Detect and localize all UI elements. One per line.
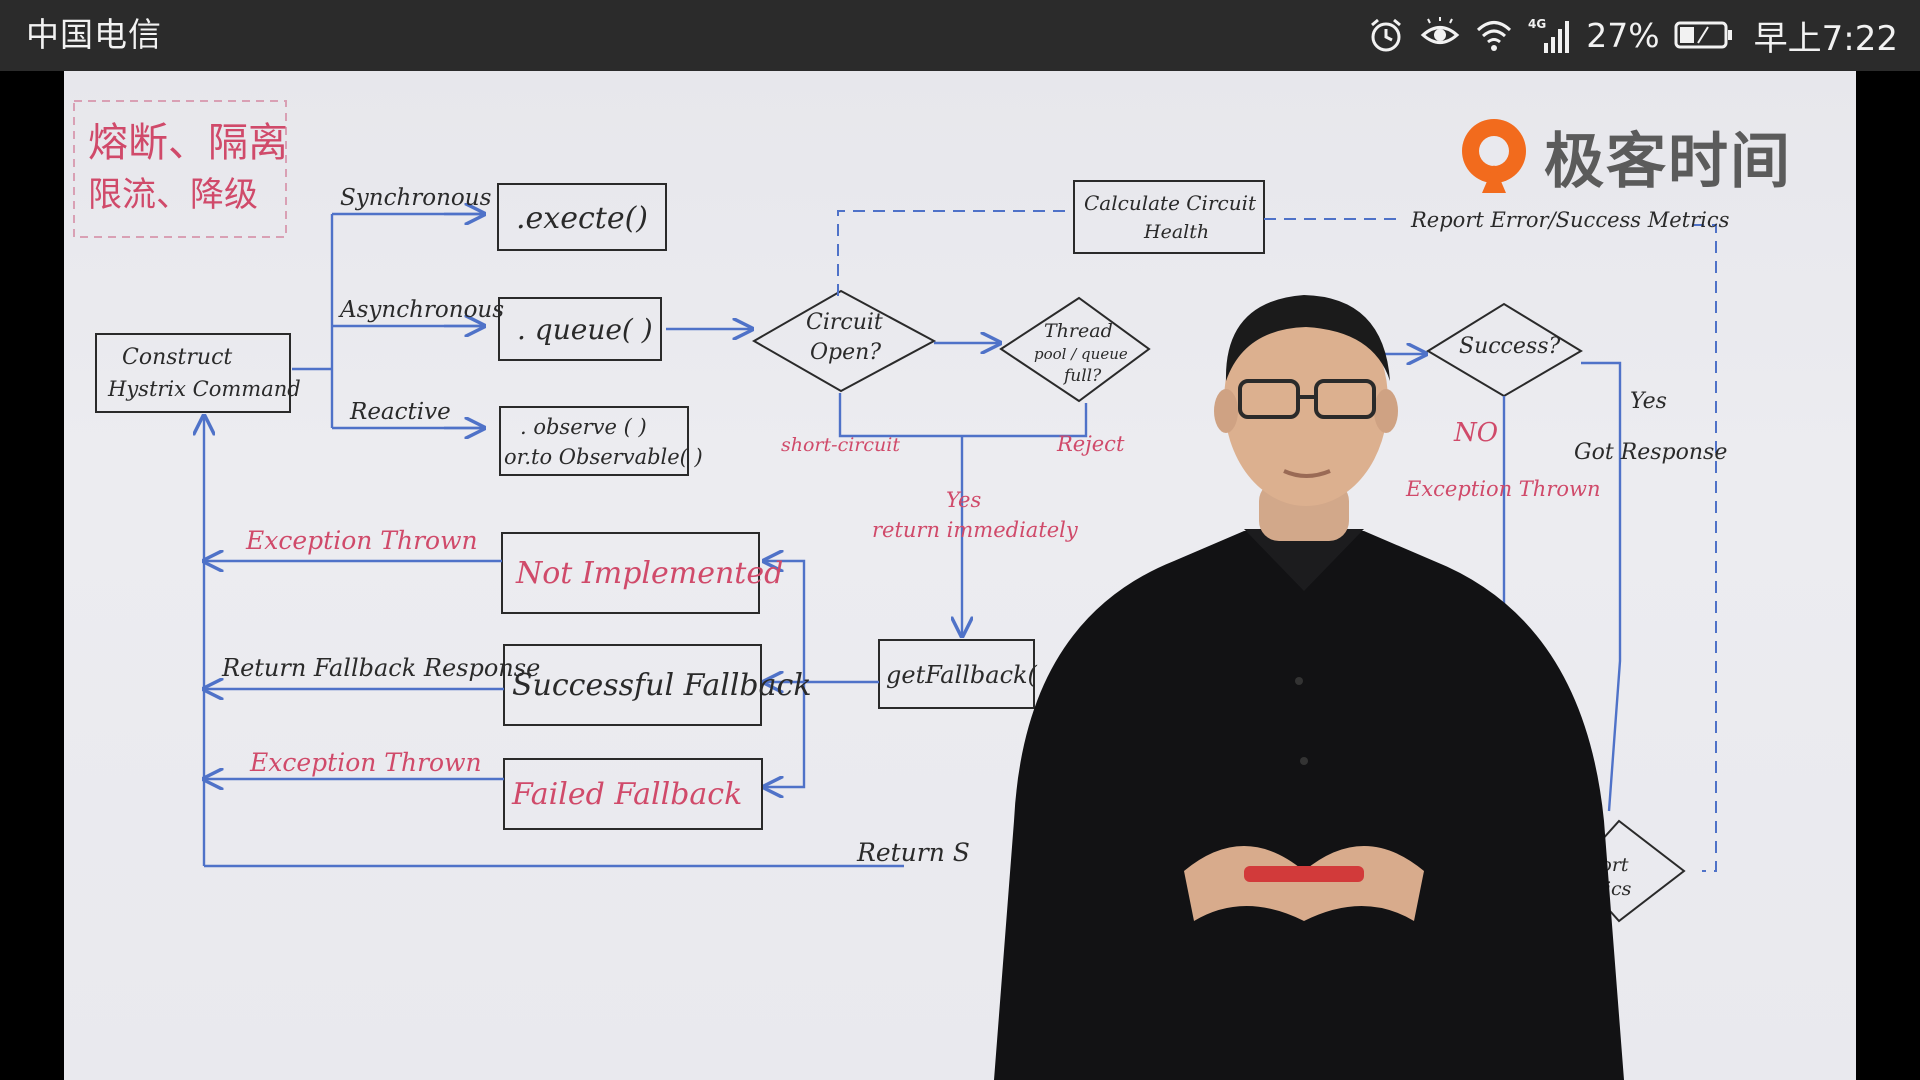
- calculate-health-line-1: Calculate Circuit: [1084, 191, 1257, 215]
- label-exception-right: Exception Thrown: [1405, 477, 1601, 501]
- eye-comfort-icon: [1421, 17, 1460, 44]
- carrier-name: 中国电信: [26, 15, 162, 54]
- label-no: NO: [1453, 418, 1498, 448]
- label-asynchronous: Asynchronous: [338, 297, 504, 323]
- construct-line-2: Hystrix Command: [107, 377, 301, 401]
- not-implemented-box: [501, 532, 760, 614]
- label-synchronous: Synchronous: [340, 185, 492, 211]
- alarm-icon: [1371, 18, 1402, 52]
- calculate-health-box: [1073, 180, 1265, 254]
- label-short-circuit: short-circuit: [781, 434, 900, 456]
- thread-pool-line-1: Thread: [1044, 320, 1113, 342]
- observe-line-2: or.to Observable( ): [504, 445, 703, 469]
- calculate-health-line-2: Health: [1143, 221, 1209, 243]
- observe-box: [499, 406, 689, 476]
- circuit-open-line-2: Open?: [810, 340, 881, 365]
- circuit-open-line-1: Circuit: [806, 310, 883, 335]
- battery-icon: [1674, 21, 1732, 49]
- cellular-signal-icon: 4G: [1528, 17, 1570, 53]
- status-bar: 中国电信 4G 27%: [0, 0, 1920, 71]
- brand-mark-icon: [1462, 119, 1526, 193]
- report-metrics-top-label: Report Error/Success Metrics: [1410, 208, 1730, 232]
- status-icons: 4G 27% 早上7:22: [1366, 12, 1898, 59]
- command-branch-lines: [292, 212, 484, 430]
- get-fallback-text: getFallback(: [886, 661, 1038, 689]
- label-exception-2: Exception Thrown: [249, 748, 482, 777]
- network-type-badge: 4G: [1528, 17, 1546, 31]
- circuit-open-diamond: [751, 289, 937, 393]
- topic-line-1: 熔断、隔离: [88, 120, 288, 166]
- clock-time: 早上7:22: [1753, 18, 1898, 59]
- successful-fallback-text: Successful Fallback: [512, 668, 812, 703]
- construct-line-1: Construct: [122, 345, 232, 370]
- brand-logo: 极客时间: [1454, 111, 1792, 201]
- success-text: Success?: [1459, 334, 1560, 359]
- thread-pool-line-2: pool / queue: [1034, 345, 1128, 363]
- failed-fallback-box: [503, 758, 763, 830]
- yes-line-got-response: [1581, 361, 1622, 812]
- failed-fallback-text: Failed Fallback: [511, 777, 742, 812]
- label-yes-right: Yes: [1630, 389, 1667, 414]
- label-return-immediately: return immediately: [872, 518, 1079, 542]
- successful-fallback-box: [503, 644, 762, 726]
- label-reactive: Reactive: [349, 399, 451, 425]
- success-diamond: [1426, 302, 1583, 398]
- observe-line-1: . observe ( ): [520, 415, 647, 439]
- topic-box: [73, 100, 287, 238]
- get-fallback-box: [878, 639, 1035, 709]
- execute-text: .execte(): [516, 201, 648, 236]
- label-return-fallback: Return Fallback Response: [221, 654, 540, 682]
- whiteboard-diagram: 熔断、隔离 限流、降级 Construct Hystrix Command Sy…: [73, 100, 1730, 923]
- not-implemented-text: Not Implemented: [515, 556, 783, 591]
- label-got-response: Got Response: [1574, 440, 1727, 465]
- queue-box: [498, 297, 662, 361]
- label-exception-1: Exception Thrown: [245, 526, 478, 555]
- thread-pool-diamond: [999, 296, 1151, 403]
- arrow-to-failed-fallback: [764, 682, 806, 787]
- thread-pool-line-3: full?: [1062, 366, 1102, 386]
- brand-name: 极客时间: [1544, 126, 1792, 197]
- wifi-icon: [1477, 21, 1512, 51]
- battery-percent: 27%: [1586, 15, 1660, 55]
- construct-command-box: [95, 333, 291, 413]
- dashed-line-report-metrics: [1264, 218, 1717, 872]
- label-yes-mid: Yes: [946, 488, 981, 512]
- label-return-bottom: Return S: [856, 838, 970, 867]
- queue-text: . queue( ): [517, 313, 653, 346]
- label-reject: Reject: [1056, 432, 1125, 456]
- arrow-to-not-implemented: [764, 561, 879, 684]
- execute-box: [497, 183, 667, 251]
- presenter-figure: [994, 295, 1624, 1080]
- dashed-line-circuit-health: [837, 210, 1074, 296]
- video-player[interactable]: 熔断、隔离 限流、降级 Construct Hystrix Command Sy…: [64, 71, 1856, 1080]
- topic-line-2: 限流、降级: [88, 175, 258, 215]
